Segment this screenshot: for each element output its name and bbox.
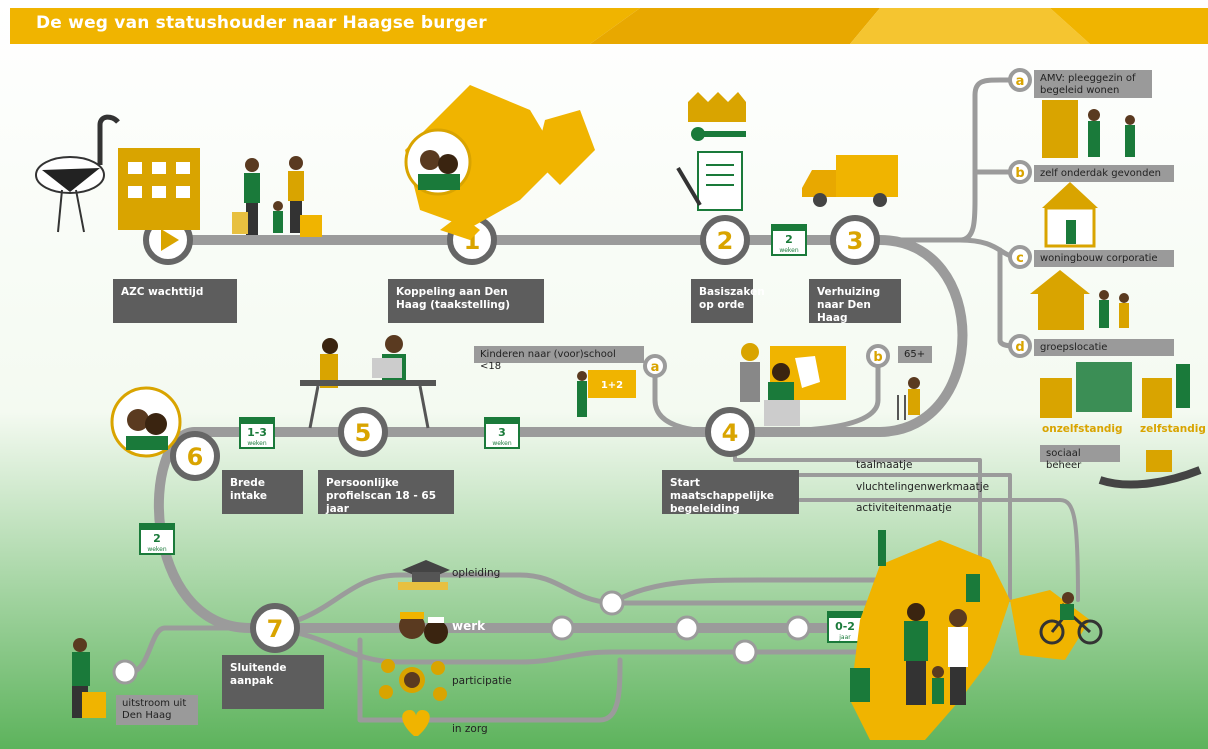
step-label-start: AZC wachttijd [113, 279, 237, 323]
step-label-6: Brede intake [222, 470, 303, 514]
svg-text:6: 6 [187, 443, 204, 471]
header-band [10, 8, 1208, 44]
document-pen-icon [676, 151, 743, 211]
road-network [127, 77, 1080, 723]
step-label-5: Persoonlijke profielscan 18 - 65 jaar [318, 470, 454, 515]
duration-badge: 2 weken [139, 523, 175, 555]
svg-text:2: 2 [785, 233, 793, 246]
participation-faces-icon [379, 659, 447, 701]
housing-option-b: zelf onderdak gevonden [1034, 165, 1174, 182]
housing-building-icon [1042, 100, 1135, 158]
step-label-2: Basiszaken op orde [691, 279, 765, 323]
svg-text:d: d [1015, 340, 1024, 355]
svg-text:3: 3 [847, 227, 864, 255]
outcome-label: werk [452, 619, 486, 633]
svg-text:2: 2 [717, 227, 734, 255]
junction-dots [112, 590, 811, 685]
step-label-7: Sluitende aanpak [222, 655, 324, 709]
outcome-label: opleiding [452, 567, 501, 579]
svg-text:jaar: jaar [838, 634, 851, 641]
svg-text:5: 5 [355, 419, 372, 447]
buddy-label: vluchtelingenwerkmaatje [856, 481, 990, 493]
step-nodes: 1 2 3 4 5 6 7 [143, 215, 880, 653]
svg-text:3: 3 [498, 426, 506, 439]
housing-option-c: woningbouw corporatie [1034, 250, 1174, 267]
teacher-map-icon [740, 343, 846, 426]
exit-label: uitstroom uit Den Haag [116, 695, 198, 725]
svg-text:weken: weken [147, 546, 167, 553]
social-label: sociaal beheer [1040, 445, 1120, 471]
play-icon [161, 229, 179, 251]
svg-text:4: 4 [722, 419, 739, 447]
step-node-3: 3 [830, 215, 880, 265]
step-node-4: 4 [705, 407, 755, 457]
step-label-3: Verhuizing naar Den Haag [809, 279, 901, 324]
step-label-4: Start maatschappelijke begeleiding [662, 470, 799, 515]
step-node-7: 7 [250, 603, 300, 653]
housing-node-b: b [1008, 160, 1032, 184]
svg-text:7: 7 [267, 615, 284, 643]
workers-desk-icon [300, 335, 436, 429]
header-title: De weg van statushouder naar Haagse burg… [36, 13, 487, 33]
housing-option-a: AMV: pleeggezin of begeleid wonen [1034, 70, 1152, 98]
graduation-cap-icon [398, 560, 450, 590]
svg-text:b: b [1015, 166, 1024, 181]
step-node-6: 6 [170, 431, 220, 481]
step-label-1: Koppeling aan Den Haag (taakstelling) [388, 279, 544, 323]
svg-text:weken: weken [492, 440, 512, 447]
step-node-5: 5 [338, 407, 388, 457]
workers-faces-icon [399, 612, 448, 644]
housing-option-d: groepslocatie [1034, 339, 1174, 356]
outcome-label: participatie [452, 675, 512, 687]
corporation-house-icon [1030, 270, 1129, 330]
svg-text:a: a [1016, 74, 1025, 89]
svg-text:1+2: 1+2 [601, 380, 623, 391]
houses-key-icon [688, 92, 746, 141]
housing-node-a: a [1008, 68, 1032, 92]
azc-building-icon [118, 148, 200, 230]
children-school-label: Kinderen naar (voor)school <18 [474, 346, 644, 372]
moving-truck-icon [802, 155, 898, 207]
svg-text:weken: weken [247, 440, 267, 447]
stork-icon [35, 114, 120, 233]
school-node-a: a [643, 354, 667, 378]
outcome-label: in zorg [452, 723, 488, 735]
housing-node-d: d [1008, 334, 1032, 358]
city-family-icon [850, 603, 968, 705]
family-icon [232, 156, 322, 237]
duration-badge: 2 weken [771, 224, 807, 256]
school-board-icon: 1+2 [577, 370, 636, 417]
duration-badge: 1-3 weken [239, 417, 275, 449]
group-housing-icon [1040, 362, 1190, 418]
letter-nodes: a b c d a b [643, 68, 1032, 378]
couple-portrait-icon [404, 128, 472, 196]
duration-badge: 0-2 jaar [827, 611, 863, 643]
bicycle-icon [1039, 592, 1103, 645]
housing-type-left: onzelfstandig [1042, 423, 1123, 435]
duration-badges: 2 weken 3 weken 1-3 weken 2 weken 0-2 ja… [139, 224, 863, 643]
hand-house-icon [1098, 450, 1202, 489]
housing-node-c: c [1008, 245, 1032, 269]
svg-text:b: b [873, 350, 882, 365]
school-node-b: b [866, 344, 890, 368]
walking-person-icon [72, 638, 106, 718]
intake-portrait-icon [110, 386, 182, 458]
house-outline-icon [1042, 182, 1098, 248]
svg-text:c: c [1016, 251, 1024, 266]
svg-text:weken: weken [779, 247, 799, 254]
svg-text:0-2: 0-2 [835, 620, 855, 633]
seniors-label: 65+ [898, 346, 932, 363]
housing-type-right: zelfstandig [1140, 423, 1206, 435]
senior-walker-icon [897, 377, 920, 420]
buddy-label: activiteitenmaatje [856, 502, 952, 514]
svg-text:1-3: 1-3 [247, 426, 267, 439]
heart-care-icon [402, 710, 430, 736]
buddy-label: taalmaatje [856, 459, 913, 471]
duration-badge: 3 weken [484, 417, 520, 449]
step-node-2: 2 [700, 215, 750, 265]
svg-text:2: 2 [153, 532, 161, 545]
svg-text:a: a [651, 360, 660, 375]
